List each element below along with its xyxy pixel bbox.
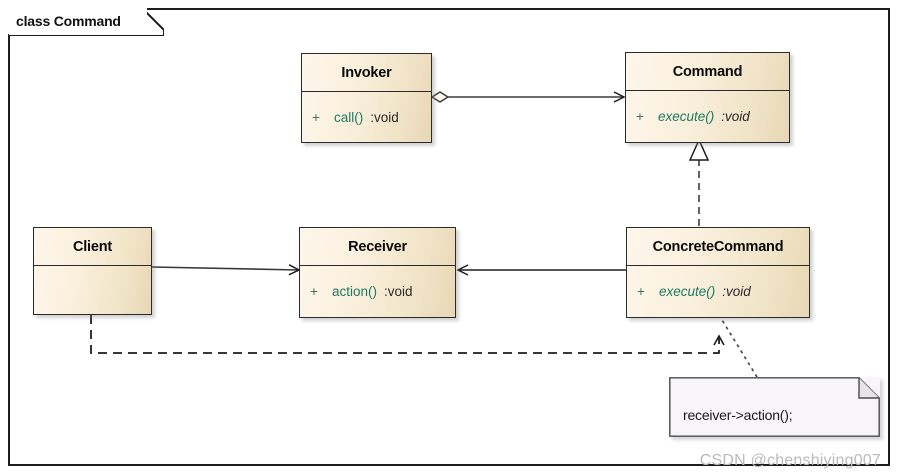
class-name-client: Client bbox=[34, 228, 151, 266]
member-name: call() bbox=[334, 109, 364, 125]
frame-label: class Command bbox=[8, 8, 147, 34]
class-box-command[interactable]: Command + execute() :void bbox=[625, 52, 790, 143]
member-type: :void bbox=[384, 284, 413, 299]
class-box-receiver[interactable]: Receiver + action() :void bbox=[299, 227, 456, 318]
member-type: :void bbox=[721, 109, 750, 124]
class-members-client bbox=[34, 266, 151, 314]
member-name: execute() bbox=[659, 284, 716, 299]
class-box-client[interactable]: Client bbox=[33, 227, 152, 315]
class-members-invoker: + call() :void bbox=[302, 92, 431, 142]
member-row: + execute() :void bbox=[637, 284, 751, 299]
class-name-concretecommand: ConcreteCommand bbox=[627, 228, 809, 266]
member-name: execute() bbox=[658, 109, 715, 124]
class-name-receiver: Receiver bbox=[300, 228, 455, 266]
class-box-concretecommand[interactable]: ConcreteCommand + execute() :void bbox=[626, 227, 810, 318]
class-name-command: Command bbox=[626, 53, 789, 91]
note-shape bbox=[669, 377, 880, 437]
class-members-concretecommand: + execute() :void bbox=[627, 266, 809, 317]
class-members-command: + execute() :void bbox=[626, 91, 789, 142]
visibility-marker: + bbox=[636, 109, 644, 124]
watermark: CSDN @chenshiying007 bbox=[699, 452, 881, 469]
member-row: + execute() :void bbox=[636, 109, 750, 124]
member-row: + action() :void bbox=[310, 284, 413, 299]
class-name-invoker: Invoker bbox=[302, 54, 431, 92]
class-box-invoker[interactable]: Invoker + call() :void bbox=[301, 53, 432, 143]
class-members-receiver: + action() :void bbox=[300, 266, 455, 317]
visibility-marker: + bbox=[637, 284, 645, 299]
visibility-marker: + bbox=[312, 109, 320, 125]
member-type: :void bbox=[722, 284, 751, 299]
member-row: + call() :void bbox=[312, 110, 399, 125]
note-box[interactable]: receiver->action(); bbox=[669, 377, 880, 437]
member-name: action() bbox=[332, 284, 378, 299]
member-type: :void bbox=[370, 109, 399, 125]
visibility-marker: + bbox=[310, 284, 318, 299]
note-text: receiver->action(); bbox=[683, 407, 793, 423]
